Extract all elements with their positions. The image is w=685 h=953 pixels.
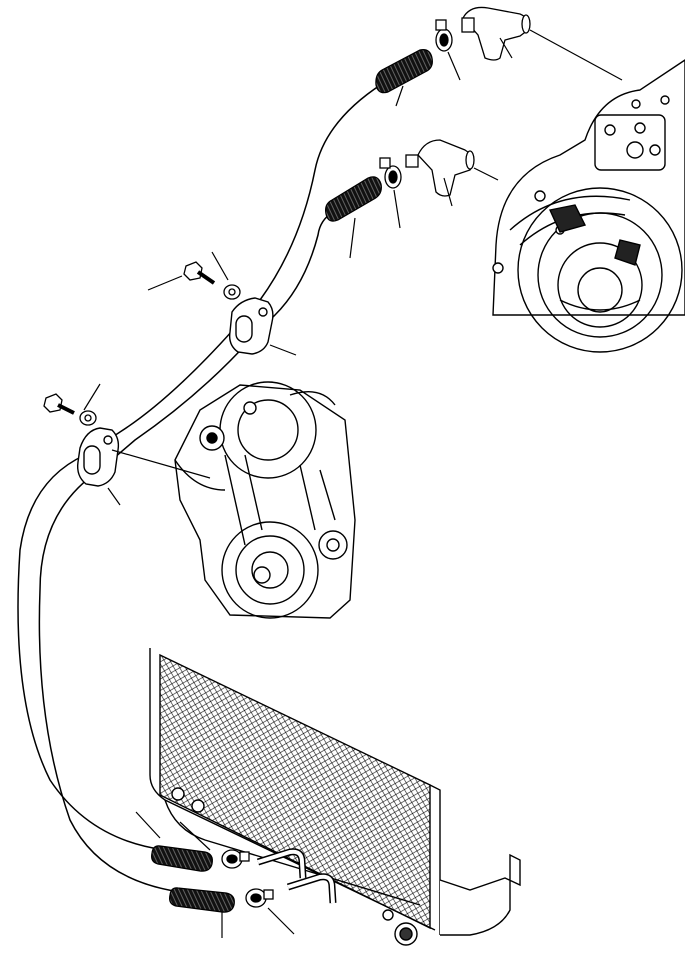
leader-line (211, 251, 229, 281)
oil-cooler-radiator (149, 648, 521, 946)
leader-line (447, 51, 461, 81)
leader-line (395, 85, 404, 107)
cooler-spring-guard-top (151, 845, 213, 872)
leader-line (135, 811, 161, 839)
lower-bracket-bolt (43, 393, 75, 415)
leader-line (349, 217, 356, 259)
upper-bracket-bolt (183, 261, 216, 285)
leader-line (267, 907, 295, 935)
transmission-housing (492, 59, 685, 353)
callout-leader-lines (83, 29, 623, 938)
leader-line (473, 167, 499, 181)
upper-hose-bracket (228, 297, 274, 355)
leader-line (83, 383, 101, 411)
upper-hose-clamp (435, 19, 453, 52)
cooler-spring-guard-bottom (169, 887, 235, 913)
cooler-clamp-top (221, 849, 250, 869)
leader-line (179, 821, 211, 851)
leader-line (111, 449, 211, 479)
leader-line (499, 37, 513, 59)
lower-bracket-washer (79, 410, 97, 426)
leader-line (393, 189, 401, 229)
lower-hose-bracket (76, 427, 120, 487)
upper-hose-spring-guard (375, 49, 433, 94)
middle-hose-clamp (379, 157, 402, 189)
engine-pulley-assembly (174, 381, 356, 619)
leader-line (443, 177, 453, 207)
upper-bracket-washer (223, 284, 241, 300)
cooler-clamp-bottom (245, 888, 274, 908)
upper-elbow-fitting (461, 6, 531, 61)
middle-elbow-fitting (405, 139, 475, 197)
leader-line (269, 344, 297, 356)
middle-hose-spring-guard (325, 176, 382, 222)
leader-line (529, 29, 623, 81)
leader-line (147, 275, 183, 291)
leader-line (107, 487, 121, 506)
